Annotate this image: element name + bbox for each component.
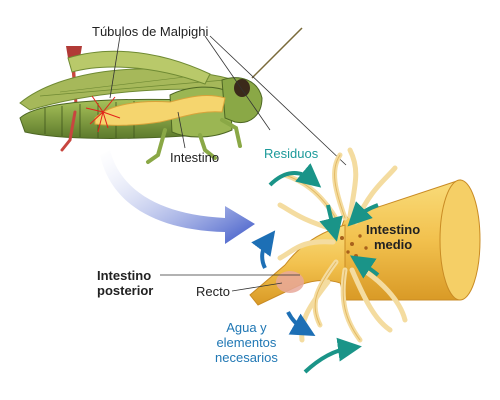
agua-label: Agua y elementos necesarios xyxy=(215,320,278,365)
recto-label: Recto xyxy=(196,284,230,299)
enlarged-gut xyxy=(249,147,481,343)
agua-line-1: Agua y xyxy=(226,320,267,335)
grasshopper-illustration xyxy=(19,27,303,164)
intestino-posterior-line-1: Intestino xyxy=(97,268,152,283)
residuos-arrows xyxy=(268,163,380,374)
residuos-label: Residuos xyxy=(264,146,319,161)
intestino-medio-line-2: medio xyxy=(373,237,413,252)
agua-line-3: necesarios xyxy=(215,350,278,365)
malpighi-label: Túbulos de Malpighi xyxy=(92,24,209,39)
intestino-posterior-label: Intestino posterior xyxy=(97,268,153,298)
intestino-medio-line-1: Intestino xyxy=(366,222,421,237)
transition-arrow xyxy=(100,150,255,244)
malpighi-pointer-lines xyxy=(109,35,347,166)
intestino-medio-label: Intestino medio xyxy=(366,222,420,252)
agua-line-2: elementos xyxy=(216,335,277,350)
recto-pointer xyxy=(231,282,283,292)
intestino-posterior-line-2: posterior xyxy=(97,283,154,298)
intestino-label: Intestino xyxy=(170,150,220,165)
agua-arrows xyxy=(251,230,316,336)
intestino-pointer-line xyxy=(177,111,186,149)
